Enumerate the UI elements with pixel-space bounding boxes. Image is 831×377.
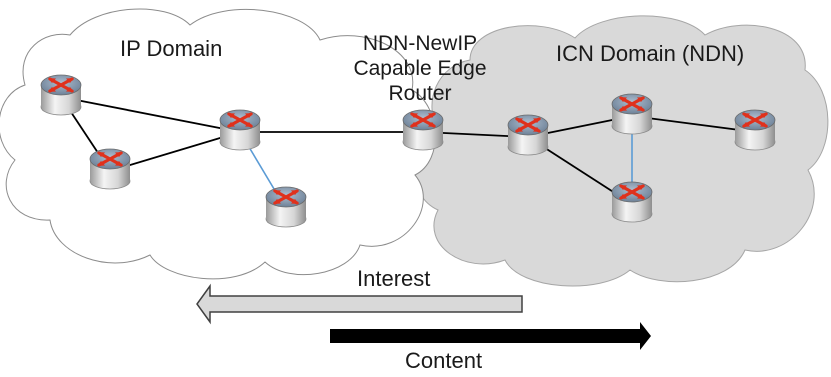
router-icon-edge: [401, 108, 445, 152]
ip-domain-label: IP Domain: [120, 36, 223, 61]
edge-router-label-line-1: NDN-NewIP: [362, 32, 478, 55]
icn-domain-cloud: [414, 15, 829, 287]
link-ip2-ip3: [109, 131, 241, 172]
link-ip1-ip3: [60, 96, 241, 133]
link-icn2-icn4: [631, 115, 756, 133]
router-icon-ip4: [264, 185, 308, 229]
router-icon-icn2: [610, 92, 654, 136]
interest-label: Interest: [357, 266, 431, 291]
content-label: Content: [405, 348, 483, 373]
router-icon-ip2: [88, 147, 132, 191]
edge-router-label-line-3: Router: [388, 82, 452, 105]
router-icon-icn1: [506, 113, 550, 157]
edge-router-label-line-2: Capable Edge: [353, 57, 487, 80]
router-icon-icn3: [610, 180, 654, 224]
edge-router-label: NDN-NewIP Capable Edge Router: [335, 31, 505, 106]
router-icon-ip3: [218, 108, 262, 152]
content-arrow: [330, 322, 651, 350]
icn-domain-label: ICN Domain (NDN): [556, 41, 745, 66]
ip-domain-cloud: [0, 8, 436, 280]
interest-arrow: [196, 283, 523, 325]
router-icon-icn4: [733, 108, 777, 152]
router-icon-ip1: [39, 73, 83, 117]
